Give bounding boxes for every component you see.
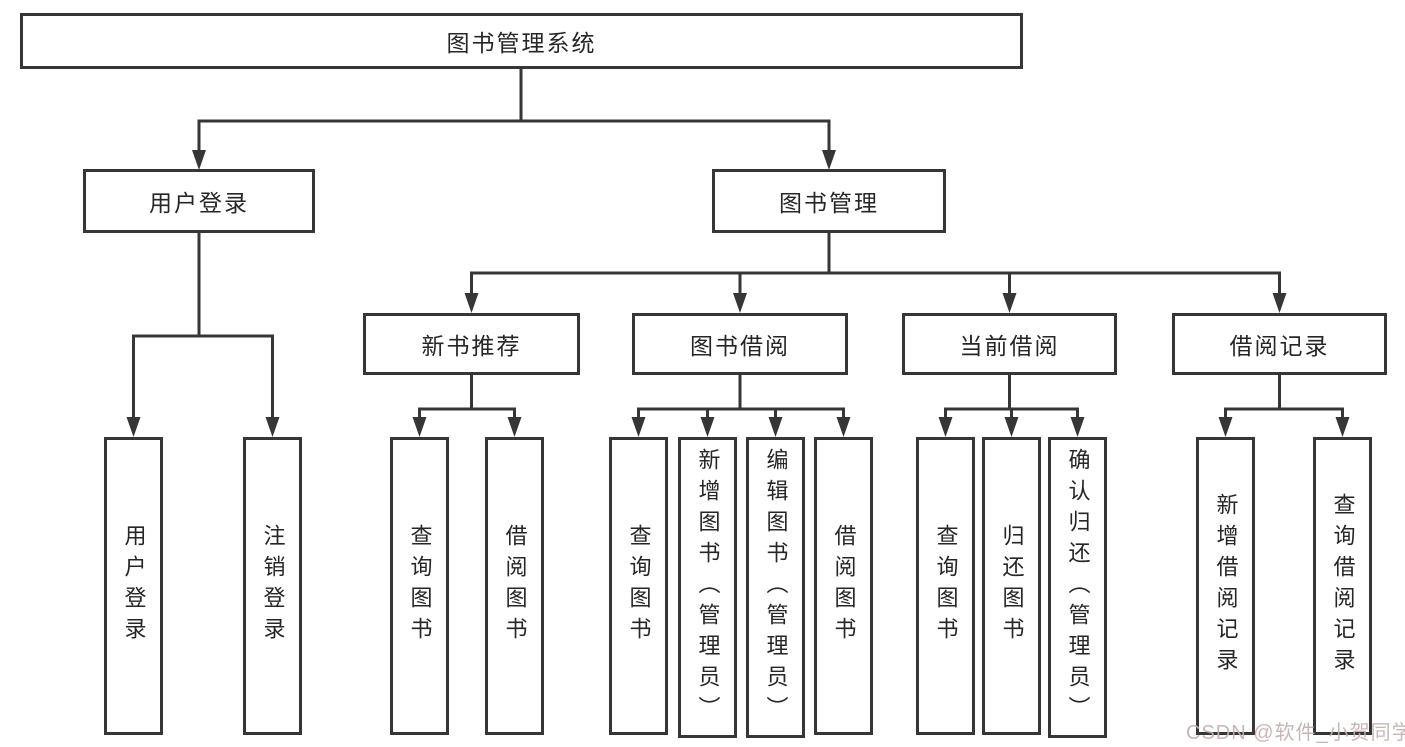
leaf-user-login: 用户登录 [104, 437, 163, 735]
leaf-borrow-books-label: 借阅图书 [831, 524, 857, 648]
leaf-add-book-admin: 新增图书（管理员） [678, 437, 737, 738]
leaf-user-login-label: 用户登录 [121, 524, 147, 648]
node-current-borrow: 当前借阅 [902, 313, 1117, 375]
leaf-query-books-borrow-label: 查询图书 [626, 524, 652, 648]
leaf-confirm-return-admin: 确认归还（管理员） [1048, 437, 1107, 738]
node-borrow-records-label: 借阅记录 [1229, 333, 1330, 359]
csdn-watermark: CSDN @软件_小贺同学 [1186, 722, 1405, 744]
node-book-management: 图书管理 [712, 169, 946, 233]
leaf-logout: 注销登录 [243, 437, 302, 735]
leaf-query-borrow-record: 查询借阅记录 [1313, 437, 1372, 735]
leaf-return-books: 归还图书 [982, 437, 1041, 735]
leaf-return-books-label: 归还图书 [999, 524, 1025, 648]
leaf-edit-book-admin: 编辑图书（管理员） [746, 437, 805, 738]
leaf-add-book-admin-label: 新增图书（管理员） [695, 448, 721, 727]
leaf-query-books-recommend: 查询图书 [390, 437, 449, 735]
leaf-query-borrow-record-label: 查询借阅记录 [1330, 493, 1356, 679]
node-book-management-label: 图书管理 [779, 190, 879, 216]
node-book-borrow: 图书借阅 [632, 313, 848, 375]
node-borrow-records: 借阅记录 [1172, 313, 1387, 375]
node-user-login: 用户登录 [83, 169, 315, 233]
leaf-borrow-books-recommend: 借阅图书 [485, 437, 544, 735]
leaf-confirm-return-admin-label: 确认归还（管理员） [1065, 448, 1091, 727]
node-new-book-recommend-label: 新书推荐 [421, 333, 522, 359]
leaf-query-books-recommend-label: 查询图书 [407, 524, 433, 648]
leaf-borrow-books-recommend-label: 借阅图书 [502, 524, 528, 648]
leaf-logout-label: 注销登录 [260, 524, 286, 648]
node-book-borrow-label: 图书借阅 [690, 333, 790, 359]
node-user-login-label: 用户登录 [149, 190, 249, 216]
leaf-query-books-current: 查询图书 [916, 437, 975, 735]
node-root-label: 图书管理系统 [446, 30, 597, 56]
leaf-query-books-current-label: 查询图书 [933, 524, 959, 648]
leaf-query-books-borrow: 查询图书 [609, 437, 668, 735]
node-new-book-recommend: 新书推荐 [363, 313, 580, 375]
leaf-edit-book-admin-label: 编辑图书（管理员） [763, 448, 789, 727]
node-root: 图书管理系统 [20, 13, 1023, 69]
leaf-add-borrow-record-label: 新增借阅记录 [1213, 493, 1239, 679]
node-current-borrow-label: 当前借阅 [959, 333, 1060, 359]
leaf-add-borrow-record: 新增借阅记录 [1196, 437, 1255, 735]
leaf-borrow-books: 借阅图书 [814, 437, 873, 735]
